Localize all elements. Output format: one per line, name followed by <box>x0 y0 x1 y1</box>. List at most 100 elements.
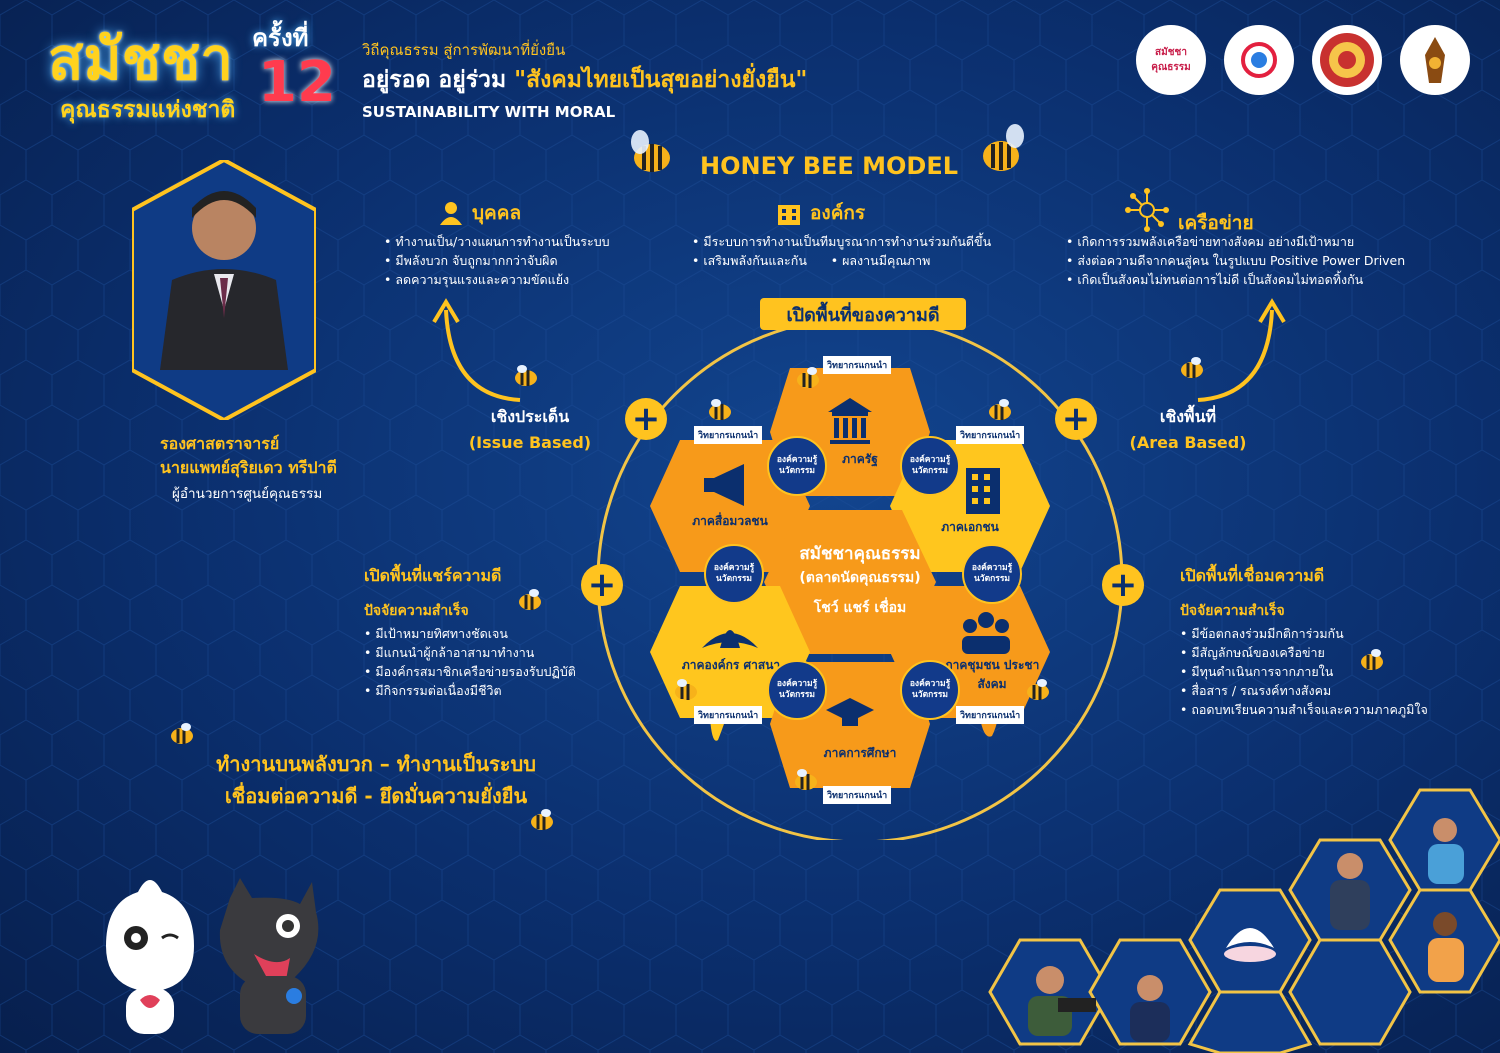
section-organization-list: มีระบบการทำงานเป็นทีมบูรณาการทำงานร่วมกั… <box>692 232 991 270</box>
logo-text: สมัชชา คุณธรรม <box>1151 47 1191 73</box>
list-item: ส่งต่อความดีจากคนสู่คน ในรูปแบบ Positive… <box>1066 251 1405 270</box>
list-item: สื่อสาร / รณรงค์ทางสังคม <box>1180 681 1428 700</box>
logo-moral-assembly: สมัชชา คุณธรรม <box>1136 25 1206 95</box>
area-arrow <box>1197 298 1286 402</box>
motto: ทำงานบนพลังบวก – ทำงานเป็นระบบ เชื่อมต่อ… <box>196 748 556 812</box>
section-individual-label: บุคคล <box>472 202 522 224</box>
tagline-small: วิถีคุณธรรม สู่การพัฒนาที่ยั่งยืน <box>362 41 566 59</box>
issue-arrow <box>432 298 521 402</box>
bee-icon <box>989 399 1011 420</box>
hex-state-label: ภาครัฐ <box>842 452 878 466</box>
logo-ministry-seal <box>1312 25 1382 95</box>
area-based-label: เชิงพื้นที่ (Area Based) <box>1118 404 1258 456</box>
issue-based-label: เชิงประเด็น (Issue Based) <box>460 404 600 456</box>
knowledge-badge: องค์ความรู้ นวัตกรรม <box>704 544 764 604</box>
person-icon <box>438 200 464 226</box>
center-text: สมัชชาคุณธรรม (ตลาดนัดคุณธรรม) โชว์ แชร์… <box>770 540 950 619</box>
people-photos <box>1028 818 1464 1042</box>
connect-space-list: มีข้อตกลงร่วมมีกติการ่วมกัน มีสัญลักษณ์ข… <box>1180 624 1428 719</box>
bee-icon <box>797 367 819 388</box>
motto-line2: เชื่อมต่อความดี - ยึดมั่นความยั่งยืน <box>224 784 528 808</box>
hex-private-label: ภาคเอกชน <box>941 520 999 534</box>
hex-religion-label: ภาคองค์กร ศาสนา <box>681 658 781 672</box>
moral-center-logo-icon <box>1241 42 1277 78</box>
list-item: มีข้อตกลงร่วมมีกติการ่วมกัน <box>1180 624 1428 643</box>
logo-moral-center <box>1224 25 1294 95</box>
share-space-list: มีเป้าหมายทิศทางชัดเจน มีแกนนำผู้กล้าอาส… <box>364 624 576 700</box>
issue-based-th: เชิงประเด็น <box>490 407 570 426</box>
portrait-frame <box>132 160 316 420</box>
list-item: มีแกนนำผู้กล้าอาสามาทำงาน <box>364 643 576 662</box>
person-title: รองศาสตราจารย์ <box>160 434 280 453</box>
person-position: ผู้อำนวยการศูนย์คุณธรรม <box>172 486 323 502</box>
bee-icon <box>531 809 553 830</box>
photo-hex-collage <box>988 788 1500 1053</box>
knowledge-badge: องค์ความรู้ นวัตกรรม <box>900 436 960 496</box>
list-item: เกิดเป็นสังคมไม่ทนต่อการไม่ดี เป็นสังคมไ… <box>1066 270 1405 289</box>
logo-royal-emblem <box>1400 25 1470 95</box>
lead-tag: วิทยากรแกนนำ <box>694 426 763 444</box>
hex-education-label: ภาคการศึกษา <box>823 746 897 760</box>
edition-number: 12 <box>258 50 336 115</box>
center-line3: โชว์ แชร์ เชื่อม <box>813 600 907 616</box>
mascots-illustration <box>106 878 319 1034</box>
hex-center <box>764 510 936 654</box>
section-network-title: เครือข่าย <box>1124 182 1254 238</box>
list-item-text: ผลงานมีคุณภาพ <box>842 253 931 268</box>
list-item: เสริมพลังกันและกัน • ผลงานมีคุณภาพ <box>692 251 991 270</box>
hex-media-label: ภาคสื่อมวลชน <box>692 514 768 528</box>
tagline-main: อยู่รอด อยู่ร่วม "สังคมไทยเป็นสุขอย่างยั… <box>362 62 807 98</box>
section-individual-title: บุคคล <box>438 198 521 228</box>
area-based-th: เชิงพื้นที่ <box>1159 407 1217 426</box>
list-item: มีกิจกรรมต่อเนื่องมีชีวิต <box>364 681 576 700</box>
edition-label: ครั้งที่ <box>252 24 309 52</box>
lead-tag: วิทยากรแกนนำ <box>823 356 892 374</box>
bee-icon <box>675 679 697 700</box>
section-network-label: เครือข่าย <box>1178 212 1254 234</box>
list-item: มีองค์กรสมาชิกเครือข่ายรองรับปฏิบัติ <box>364 662 576 681</box>
bee-icon <box>1181 357 1203 378</box>
list-item: มีพลังบวก จับถูกมากกว่าจับผิด <box>384 251 610 270</box>
section-organization-title: องค์กร <box>776 198 865 228</box>
bee-left-title-icon <box>631 130 670 172</box>
brand-title: สมัชชา <box>48 25 233 93</box>
knowledge-badge: องค์ความรู้ นวัตกรรม <box>767 436 827 496</box>
bee-icon <box>515 365 537 386</box>
list-item: ลดความรุนแรงและความขัดแย้ง <box>384 270 610 289</box>
knowledge-badge: องค์ความรู้ นวัตกรรม <box>900 660 960 720</box>
connect-space-title: เปิดพื้นที่เชื่อมความดี <box>1180 566 1325 585</box>
list-item: มีทุนดำเนินการจากภายใน <box>1180 662 1428 681</box>
bee-icon <box>795 769 817 790</box>
plus-icon: + <box>1055 398 1097 440</box>
tagline-main-b: "สังคมไทยเป็นสุขอย่างยั่งยืน" <box>514 67 808 93</box>
center-line1: สมัชชาคุณธรรม <box>799 544 921 564</box>
list-item: ถอดบทเรียนความสำเร็จและความภาคภูมิใจ <box>1180 700 1427 719</box>
lead-tag: วิทยากรแกนนำ <box>956 706 1025 724</box>
connect-space-factor-title: ปัจจัยความสำเร็จ <box>1180 603 1285 619</box>
center-line2: (ตลาดนัดคุณธรรม) <box>799 570 921 586</box>
share-space-factor-title: ปัจจัยความสำเร็จ <box>364 603 469 619</box>
bee-icon <box>519 589 541 610</box>
building-icon <box>776 200 802 226</box>
lead-tag: วิทยากรแกนนำ <box>823 786 892 804</box>
bee-icon <box>709 399 731 420</box>
list-item: ทำงานเป็น/วางแผนการทำงานเป็นระบบ <box>384 232 609 251</box>
plus-icon: + <box>625 398 667 440</box>
hex-community-label: ภาคชุมชน ประชาสังคม <box>944 658 1040 691</box>
tagline-en: SUSTAINABILITY WITH MORAL <box>362 103 616 121</box>
tagline-main-a: อยู่รอด อยู่ร่วม <box>362 67 515 93</box>
lead-tag: วิทยากรแกนนำ <box>694 706 763 724</box>
person-name: นายแพทย์สุริยเดว ทรีปาตี <box>160 458 337 477</box>
bee-icon <box>171 723 193 744</box>
seal-icon <box>1320 33 1374 87</box>
network-icon <box>1124 187 1170 233</box>
lead-tag: วิทยากรแกนนำ <box>956 426 1025 444</box>
plus-icon: + <box>581 564 623 606</box>
model-title: HONEY BEE MODEL <box>700 152 959 180</box>
area-based-en: (Area Based) <box>1129 433 1247 452</box>
plus-icon: + <box>1102 564 1144 606</box>
issue-based-en: (Issue Based) <box>468 433 592 452</box>
section-organization-label: องค์กร <box>810 202 866 224</box>
bee-right-title-icon <box>983 124 1024 171</box>
list-item-text: เสริมพลังกันและกัน <box>703 253 807 268</box>
